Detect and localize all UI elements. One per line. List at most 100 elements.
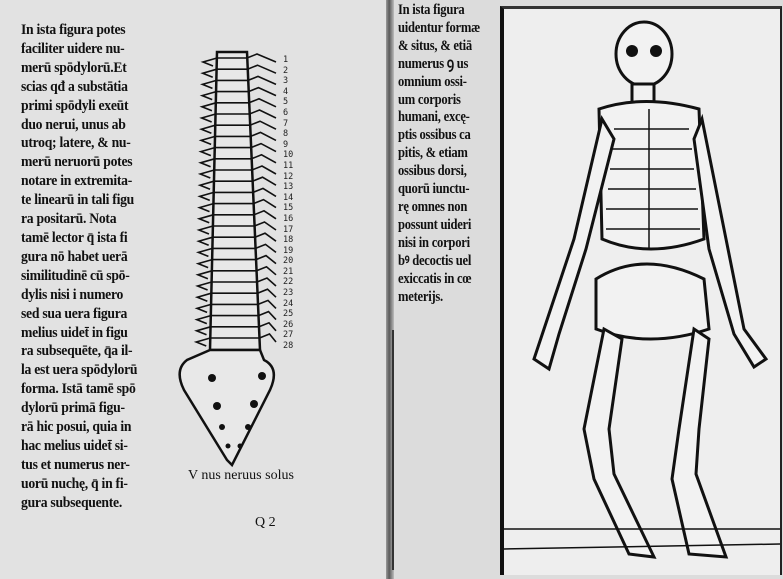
vertebra-number: 27 [283, 330, 294, 341]
nerve-line-right [249, 120, 277, 130]
text-line: merū neruorū potes [21, 153, 133, 171]
vertebra-number: 14 [283, 192, 294, 203]
nerve-line-left [194, 292, 212, 302]
nerve-line-right [249, 109, 277, 119]
nerve-line-right [251, 153, 277, 164]
vertebra-number: 5 [283, 97, 289, 108]
nerve-line-right [259, 333, 277, 343]
vertebra-number: 6 [283, 107, 289, 118]
vertebra-number: 23 [283, 288, 294, 299]
nerve-line-left [200, 57, 218, 67]
vertebra-number: 7 [283, 118, 289, 129]
text-line: dylis nisi i numero [21, 285, 124, 303]
nerve-line-right [255, 254, 277, 265]
vertebra-number: 8 [283, 129, 289, 140]
nerve-line-right [256, 265, 277, 276]
text-line: tus et numerus ner- [21, 455, 130, 473]
nerve-line-left [199, 102, 217, 112]
vertebra-number: 3 [283, 76, 289, 87]
vertebra-number: 20 [283, 256, 294, 267]
book-gutter [386, 0, 394, 579]
spinal-column [208, 50, 262, 352]
text-line: In ista figura [398, 2, 465, 18]
text-line: bꝰ decoctis uel [398, 252, 472, 269]
text-line: quorū iunctu- [398, 181, 470, 198]
nerve-line-right [251, 165, 277, 175]
nerve-line-right [250, 131, 277, 142]
text-line: humani, excę- [398, 109, 470, 126]
text-line: faciliter uidere nu- [21, 39, 125, 57]
nerve-line-right [248, 86, 277, 97]
vertebra-number: 16 [283, 213, 294, 224]
vertebra-number: 28 [283, 341, 294, 352]
vertebra-number: 19 [283, 245, 294, 256]
text-line: uorū nuchę, q̄ in fi- [21, 474, 128, 492]
nerve-line-right [246, 53, 277, 63]
nerve-line-left [196, 214, 214, 224]
left-page [0, 0, 388, 579]
text-line: meterijs. [398, 288, 443, 305]
vertebra-number: 22 [283, 277, 294, 288]
vertebra-number: 18 [283, 235, 294, 246]
vertebra-number: 24 [283, 298, 294, 309]
text-line: rę omnes non [398, 198, 468, 215]
nerve-line-left [195, 270, 213, 280]
nerve-line-right [254, 232, 277, 242]
text-line: hac melius uidet̄ si- [21, 436, 128, 454]
nerve-line-left [196, 236, 213, 246]
text-line: tamē lector q̄ ista fi [21, 228, 128, 246]
spine-vertebrae-woodcut [178, 50, 277, 468]
text-line: omnium ossi- [398, 73, 467, 90]
nerve-line-right [252, 176, 277, 186]
vertebra-number: 1 [283, 55, 289, 65]
nerve-line-right [257, 288, 277, 298]
text-line: la est uera spōdylorū [21, 361, 138, 379]
nerve-line-left [198, 135, 216, 146]
vertebra-number: 10 [283, 150, 294, 161]
vertebra-number: 15 [283, 203, 294, 214]
text-line: gura nō habet uerā [21, 247, 128, 265]
nerve-line-left [197, 180, 215, 190]
nerve-line-right [248, 97, 277, 108]
nerve-line-left [195, 258, 213, 269]
text-line: ptis ossibus ca [398, 127, 471, 144]
nerve-line-left [195, 247, 213, 258]
nerve-line-left [195, 281, 212, 291]
text-line: & situs, & etiā [398, 37, 472, 54]
text-line: duo nerui, unus ab [21, 115, 126, 133]
nerve-line-left [197, 191, 214, 202]
text-line: primi spōdyli exeūt [21, 96, 129, 114]
text-line: utroq; latere, & nu- [21, 134, 131, 152]
text-line: uidentur formæ [398, 19, 480, 36]
nerve-line-left [197, 169, 215, 179]
text-line: possunt uideri [398, 216, 472, 233]
vertebra-number: 21 [283, 266, 294, 277]
nerve-line-left [198, 146, 216, 157]
text-line: similitudinē cū spō- [21, 266, 130, 284]
nerve-line-right [257, 299, 277, 309]
text-line: gura subsequente. [21, 493, 122, 511]
nerve-line-left [198, 124, 216, 134]
nerve-line-left [198, 158, 215, 168]
text-line: sed sua uera figura [21, 304, 128, 322]
nerve-line-right [258, 321, 277, 332]
nerve-line-left [194, 326, 211, 336]
text-line: ra positarū. Nota [21, 210, 117, 228]
vertebra-number: 12 [283, 171, 294, 182]
text-line: numerus ꝯ us [398, 55, 469, 72]
skeleton-figure [503, 20, 781, 559]
text-line: ra subsequēte, q̄a il- [21, 342, 133, 360]
nerve-line-right [247, 64, 277, 74]
text-line: ossibus dorsi, [398, 163, 467, 180]
text-line: In ista figura potes [21, 21, 126, 38]
column-rule [392, 330, 394, 570]
vertebra-number: 26 [283, 319, 294, 330]
vertebra-number: 25 [283, 309, 294, 320]
text-line: rā hic posui, quia in [21, 418, 132, 436]
nerve-line-left [194, 303, 212, 314]
nerve-line-right [253, 198, 277, 209]
nerve-line-right [255, 243, 277, 254]
text-line: merū spōdylorū.Et [21, 58, 127, 76]
